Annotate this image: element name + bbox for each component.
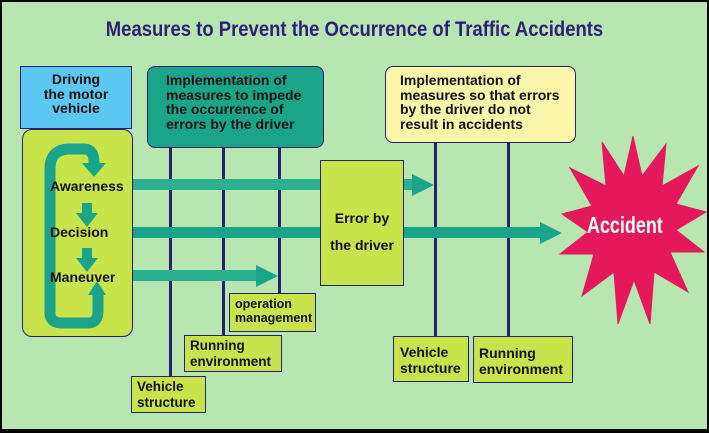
running-environment-box-right: Running environment bbox=[473, 336, 573, 383]
measure-line-vehicle-right bbox=[434, 142, 437, 338]
running-right-line-1: Running bbox=[479, 345, 536, 361]
running-left-line-1: Running bbox=[190, 338, 245, 353]
page-title: Measures to Prevent the Occurrence of Tr… bbox=[105, 18, 604, 41]
flow-bar-decision bbox=[132, 227, 322, 238]
running-environment-box-left: Running environment bbox=[184, 335, 282, 372]
errors-measures-box: Implementation of measures so that error… bbox=[385, 66, 576, 143]
measure-line-running-right bbox=[507, 142, 510, 338]
measure-line-running bbox=[222, 147, 225, 337]
error-box: Error by the driver bbox=[320, 160, 404, 286]
driver-loop-arrows bbox=[44, 143, 106, 329]
driver-process-box bbox=[22, 129, 133, 337]
accident-label: Accident bbox=[587, 212, 663, 238]
operation-line-2: management bbox=[235, 311, 313, 326]
running-right-line-2: environment bbox=[479, 361, 564, 378]
driving-box: Driving the motor vehicle bbox=[20, 66, 132, 129]
errors-line-2: measures so that errors bbox=[400, 86, 560, 103]
vehicle-left-line-1: Vehicle bbox=[137, 379, 184, 394]
flow-bar-maneuver bbox=[132, 270, 258, 281]
step-awareness: Awareness bbox=[50, 178, 124, 194]
step-maneuver: Maneuver bbox=[50, 269, 116, 285]
measure-line-operation bbox=[278, 147, 281, 295]
impede-line-3: the occurrence of bbox=[166, 101, 284, 118]
flow-bar-awareness bbox=[132, 179, 322, 190]
arrow-head-maneuver bbox=[256, 265, 278, 287]
vehicle-left-line-2: structure bbox=[137, 394, 196, 410]
flow-bar-decision-after bbox=[402, 227, 542, 238]
impede-line-2: measures to impede bbox=[166, 86, 302, 103]
vehicle-structure-box-left: Vehicle structure bbox=[131, 376, 206, 413]
operation-line-1: operation bbox=[235, 297, 292, 311]
errors-line-4: result in accidents bbox=[400, 116, 523, 133]
measure-line-vehicle bbox=[169, 147, 172, 379]
vehicle-structure-box-right: Vehicle structure bbox=[393, 336, 469, 382]
errors-line-1: Implementation of bbox=[400, 72, 521, 88]
errors-line-3: by the driver do not bbox=[400, 101, 531, 118]
accident-burst bbox=[558, 135, 707, 325]
flow-bar-awareness-after bbox=[402, 179, 414, 190]
arrow-head-decision bbox=[540, 222, 562, 244]
driving-box-line-3: vehicle bbox=[52, 100, 100, 117]
error-line-1: Error by bbox=[334, 210, 390, 226]
driving-box-line-2: the motor bbox=[43, 85, 109, 102]
impede-line-1: Implementation of bbox=[166, 72, 287, 88]
error-line-2: the driver bbox=[330, 236, 394, 253]
vehicle-right-line-1: Vehicle bbox=[400, 344, 449, 360]
impede-measures-box: Implementation of measures to impede the… bbox=[147, 66, 324, 148]
vehicle-right-line-2: structure bbox=[400, 360, 461, 377]
running-left-line-2: environment bbox=[190, 353, 272, 369]
arrow-head-awareness bbox=[412, 174, 434, 196]
driving-box-line-1: Driving bbox=[51, 71, 101, 87]
step-decision: Decision bbox=[50, 224, 109, 240]
impede-line-4: errors by the driver bbox=[166, 116, 295, 133]
operation-management-box: operation management bbox=[229, 293, 316, 332]
